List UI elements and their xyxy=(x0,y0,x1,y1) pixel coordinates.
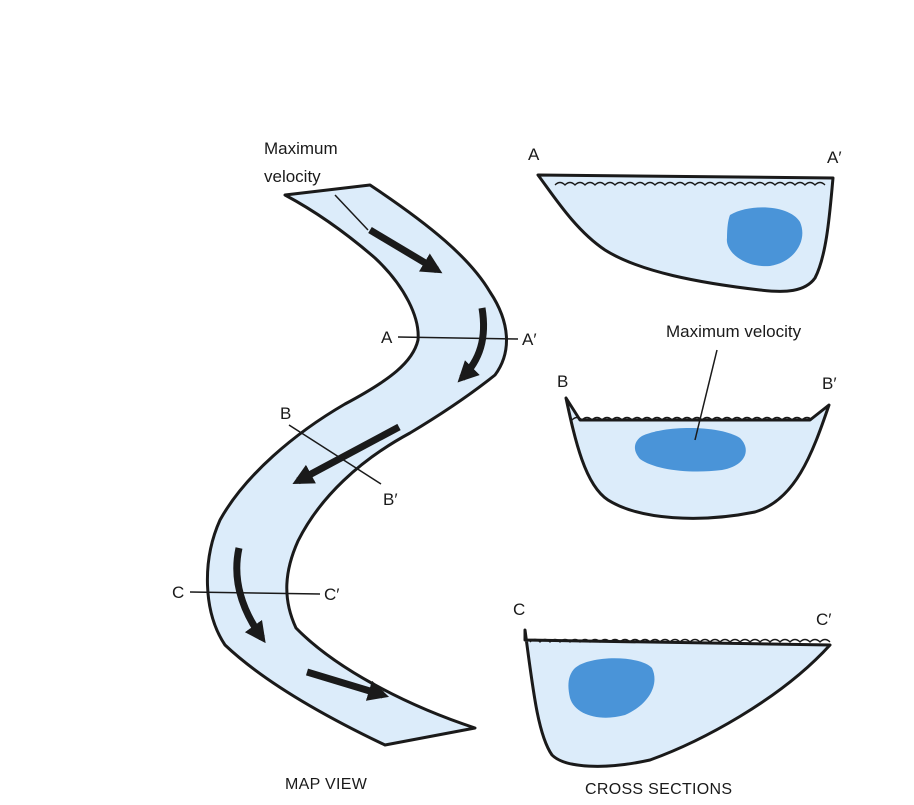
section-b-callout-leader xyxy=(694,349,718,441)
section-label-c: C xyxy=(513,600,525,619)
section-label-a: A xyxy=(528,145,540,164)
flow-arrow xyxy=(233,547,266,644)
map-label-a: A xyxy=(381,328,393,347)
map-callout-line-2: velocity xyxy=(264,167,321,186)
section-line-a xyxy=(397,336,519,340)
section-label-b: B xyxy=(557,372,568,391)
flow-arrow xyxy=(292,423,401,485)
map-label-c: C xyxy=(172,583,184,602)
map-view-caption: MAP VIEW xyxy=(285,776,368,793)
map-label-a-prime: A′ xyxy=(522,330,537,349)
cross-section-a: A A′ xyxy=(528,145,842,293)
max-velocity-zone-b xyxy=(634,427,746,472)
section-label-c-prime: C′ xyxy=(816,610,831,629)
map-callout-leader xyxy=(334,194,369,231)
section-line-b xyxy=(288,424,382,485)
map-label-b: B xyxy=(280,404,291,423)
map-label-c-prime: C′ xyxy=(324,585,339,604)
max-velocity-zone-a xyxy=(726,207,803,267)
water-surface-b xyxy=(571,416,813,421)
cross-section-c: C C′ xyxy=(513,600,832,768)
cross-sections-caption: CROSS SECTIONS xyxy=(585,781,732,798)
section-line-c xyxy=(189,591,321,595)
cross-sections: A A′ Maximum velocity B B′ C C′ CROSS SE… xyxy=(513,145,842,798)
water-surface-a xyxy=(554,181,826,186)
flow-arrow xyxy=(368,226,443,274)
map-callout-line-1: Maximum xyxy=(264,139,338,158)
meandering-river-channel xyxy=(206,183,508,747)
flow-arrow xyxy=(457,307,488,383)
cross-section-callout: Maximum velocity xyxy=(666,322,802,341)
water-surface-c xyxy=(529,638,831,643)
max-velocity-zone-c xyxy=(568,658,655,718)
section-label-b-prime: B′ xyxy=(822,374,837,393)
flow-arrow xyxy=(305,668,390,701)
map-view: Maximum velocity A A′ B B′ C C′ MAP VIEW xyxy=(172,139,537,793)
section-label-a-prime: A′ xyxy=(827,148,842,167)
map-label-b-prime: B′ xyxy=(383,490,398,509)
flow-arrows xyxy=(233,226,488,701)
cross-section-b: Maximum velocity B B′ xyxy=(557,322,837,520)
